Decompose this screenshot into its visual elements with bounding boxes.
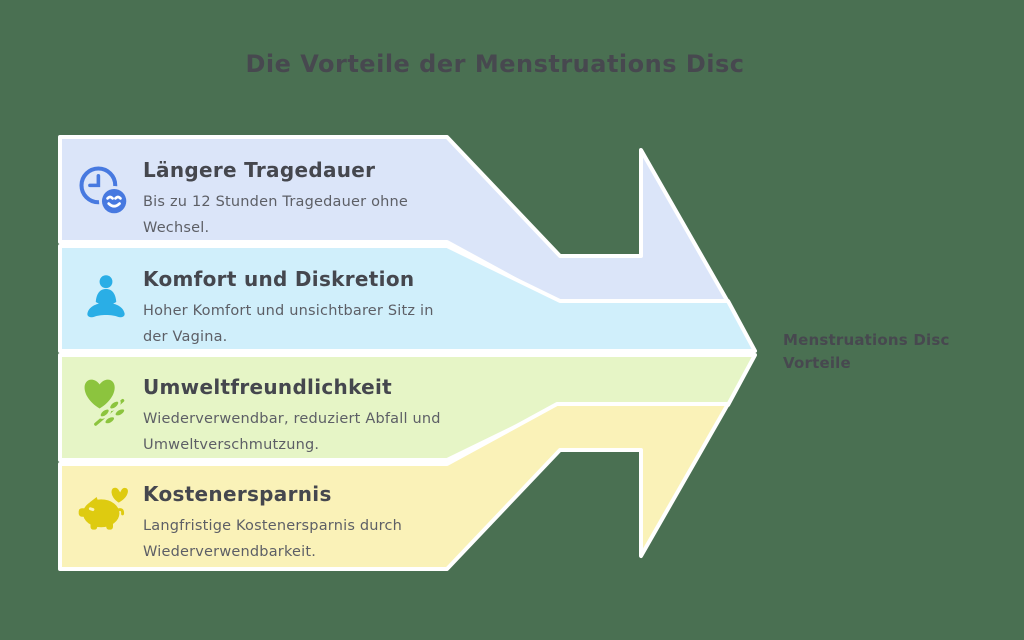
benefit-heading: Längere Tragedauer [143,158,376,182]
benefit-item: Kostenersparnis [143,482,461,506]
benefit-item: Längere Tragedauer [143,158,461,182]
benefit-band-1 [58,135,730,304]
meditating-person-icon [79,271,133,325]
benefit-description: Hoher Komfort und unsichtbarer Sitz in d… [143,303,434,345]
benefit-description: Bis zu 12 Stunden Tragedauer ohne Wechse… [143,194,409,236]
benefit-heading: Umweltfreundlichkeit [143,375,393,399]
benefit-description: Langfristige Kostenersparnis durch Wiede… [143,518,403,560]
benefit-item: Komfort und Diskretion [143,267,461,291]
benefit-item: Umweltfreundlichkeit [143,375,461,399]
piggy-bank-heart-icon [77,479,131,533]
heart-leaves-icon [76,373,130,427]
benefit-heading: Komfort und Diskretion [143,267,415,291]
benefit-band-4 [58,402,730,571]
clock-smiley-icon [77,164,131,218]
benefit-description: Wiederverwendbar, reduziert Abfall und U… [143,411,441,453]
benefit-band-2 [58,244,757,353]
diagram-title: Die Vorteile der Menstruations Disc [245,50,745,78]
arrow-head-label: Menstruations Disc Vorteile [783,331,950,372]
benefit-heading: Kostenersparnis [143,482,332,506]
